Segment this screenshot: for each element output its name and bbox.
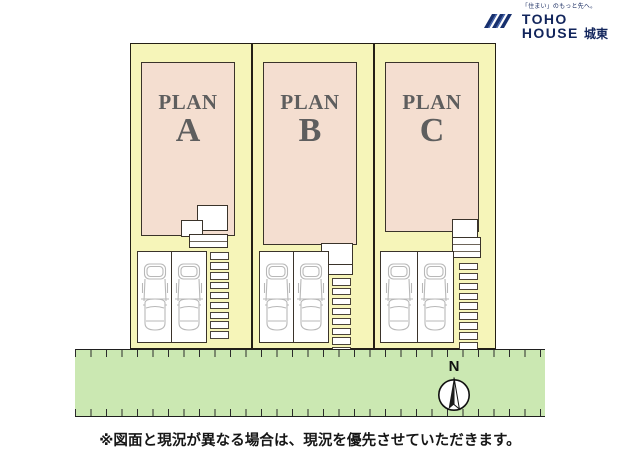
brand-text-block: 「住まい」のもっと先へ。 TOHO HOUSE 城東 <box>521 3 608 41</box>
disclaimer-note: ※図面と現況が異なる場合は、現況を優先させていただきます。 <box>99 433 521 449</box>
stepping-stone <box>459 262 479 271</box>
stepping-stone <box>459 332 479 340</box>
brand-name-line2: HOUSE 城東 <box>522 26 608 40</box>
road-edge-top <box>75 349 545 357</box>
stepping-stone <box>332 317 352 326</box>
stepping-stone <box>459 292 479 301</box>
parking-stall <box>416 251 454 343</box>
parking-area-b <box>259 250 329 344</box>
site-plan-diagram: PLAN A <box>130 43 496 365</box>
house-footprint-a: PLAN A <box>141 62 235 236</box>
stepping-stone <box>210 311 230 320</box>
entrance-porch-c <box>451 218 479 239</box>
brand-name-line1: TOHO <box>521 11 568 27</box>
toho-chevron-mark-icon <box>482 7 516 37</box>
parking-area-c <box>379 250 455 344</box>
lot-plan-c: PLAN C <box>374 43 496 350</box>
entrance-stairs-c <box>451 237 481 259</box>
road-band <box>75 349 545 417</box>
stepping-stone <box>332 297 352 306</box>
stepping-stone <box>332 337 352 345</box>
compass-north-label: N <box>448 358 460 375</box>
plan-label-letter-c: C <box>419 112 445 150</box>
brand-logo: 「住まい」のもっと先へ。 TOHO HOUSE 城東 <box>482 4 608 40</box>
approach-stones-c <box>459 262 479 350</box>
plan-label-word-c: PLAN <box>402 90 462 115</box>
stepping-stone <box>459 282 479 291</box>
stepping-stone <box>459 312 479 320</box>
brand-name-line2-text: HOUSE <box>521 25 579 41</box>
stepping-stone <box>210 301 230 310</box>
parking-area-a <box>137 250 207 344</box>
plan-label-word-b: PLAN <box>280 90 340 115</box>
parking-stall <box>260 251 294 343</box>
stepping-stone <box>459 272 479 281</box>
entrance-stairs-a <box>188 234 229 248</box>
parking-stall <box>138 251 172 343</box>
stepping-stone <box>459 302 479 310</box>
parking-stall <box>293 251 328 343</box>
stepping-stone <box>210 272 230 280</box>
brand-tagline: 「住まい」のもっと先へ。 <box>521 3 597 10</box>
stepping-stone <box>210 252 230 260</box>
plan-label-letter-a: A <box>175 112 201 150</box>
parking-stall <box>171 251 206 343</box>
house-footprint-b: PLAN B <box>263 62 357 245</box>
compass: N <box>437 358 471 418</box>
stepping-stone <box>459 322 479 330</box>
stepping-stone <box>332 287 352 296</box>
stepping-stone <box>332 307 352 316</box>
stepping-stone <box>210 291 230 300</box>
lot-plan-a: PLAN A <box>130 43 252 349</box>
stepping-stone <box>332 278 352 286</box>
stepping-stone <box>210 331 230 339</box>
lot-plan-b: PLAN B <box>252 43 374 365</box>
stepping-stone <box>332 327 352 336</box>
house-footprint-c: PLAN C <box>385 62 479 233</box>
road-edge-bottom <box>75 409 545 417</box>
parking-stall <box>380 251 417 343</box>
stepping-stone <box>210 321 230 329</box>
plan-label-word-a: PLAN <box>158 90 218 115</box>
north-arrow-icon <box>438 377 470 411</box>
approach-stones-a <box>210 252 230 339</box>
stepping-stone <box>210 262 230 270</box>
stepping-stone <box>210 281 230 290</box>
brand-name-suffix: 城東 <box>583 27 608 41</box>
plan-label-letter-b: B <box>298 112 322 150</box>
brand-name: TOHO HOUSE 城東 <box>522 12 608 40</box>
